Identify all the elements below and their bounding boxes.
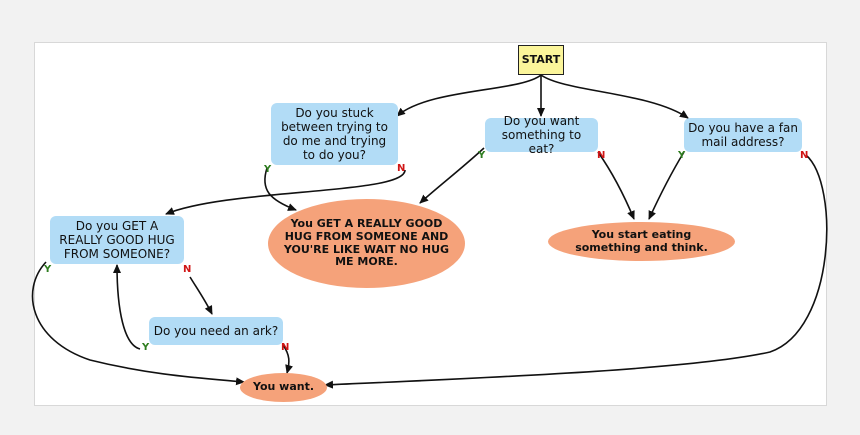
label-ark-yes: Y bbox=[142, 342, 150, 353]
edge-start-to-stuck bbox=[396, 74, 542, 117]
label-hug-no: N bbox=[183, 264, 192, 275]
edge-ark-no bbox=[282, 344, 293, 374]
label-fan-yes: Y bbox=[678, 150, 686, 161]
label-eat-yes: Y bbox=[478, 150, 486, 161]
label-eat-no: N bbox=[597, 150, 606, 161]
label-ark-no: N bbox=[281, 342, 290, 353]
question-ark: Do you need an ark? bbox=[149, 317, 283, 345]
label-hug-yes: Y bbox=[44, 264, 52, 275]
question-hug: Do you GET A REALLY GOOD HUG FROM SOMEON… bbox=[50, 216, 184, 264]
answer-hug: You GET A REALLY GOOD HUG FROM SOMEONE A… bbox=[268, 199, 465, 288]
answer-want: You want. bbox=[240, 373, 327, 402]
edge-eat-no bbox=[597, 151, 635, 220]
edge-fan-yes bbox=[648, 151, 685, 220]
label-fan-no: N bbox=[800, 150, 809, 161]
label-stuck-no: N bbox=[397, 163, 406, 174]
edge-hug-no bbox=[189, 276, 213, 315]
edge-fan-no bbox=[324, 154, 828, 389]
edge-eat-yes bbox=[419, 147, 485, 204]
edge-hug-yes bbox=[31, 261, 245, 386]
edge-start-to-fan bbox=[540, 74, 689, 119]
label-stuck-yes: Y bbox=[264, 164, 272, 175]
question-fan-mail: Do you have a fan mail address? bbox=[684, 118, 802, 152]
question-eat: Do you want something to eat? bbox=[485, 114, 598, 156]
answer-eat: You start eating something and think. bbox=[548, 222, 735, 261]
edge-stuck-no bbox=[165, 169, 406, 215]
edge-ark-yes bbox=[113, 264, 141, 350]
edge-stuck-yes bbox=[264, 167, 297, 211]
question-stuck: Do you stuck between trying to do me and… bbox=[271, 103, 398, 165]
start-node: START bbox=[518, 45, 564, 75]
